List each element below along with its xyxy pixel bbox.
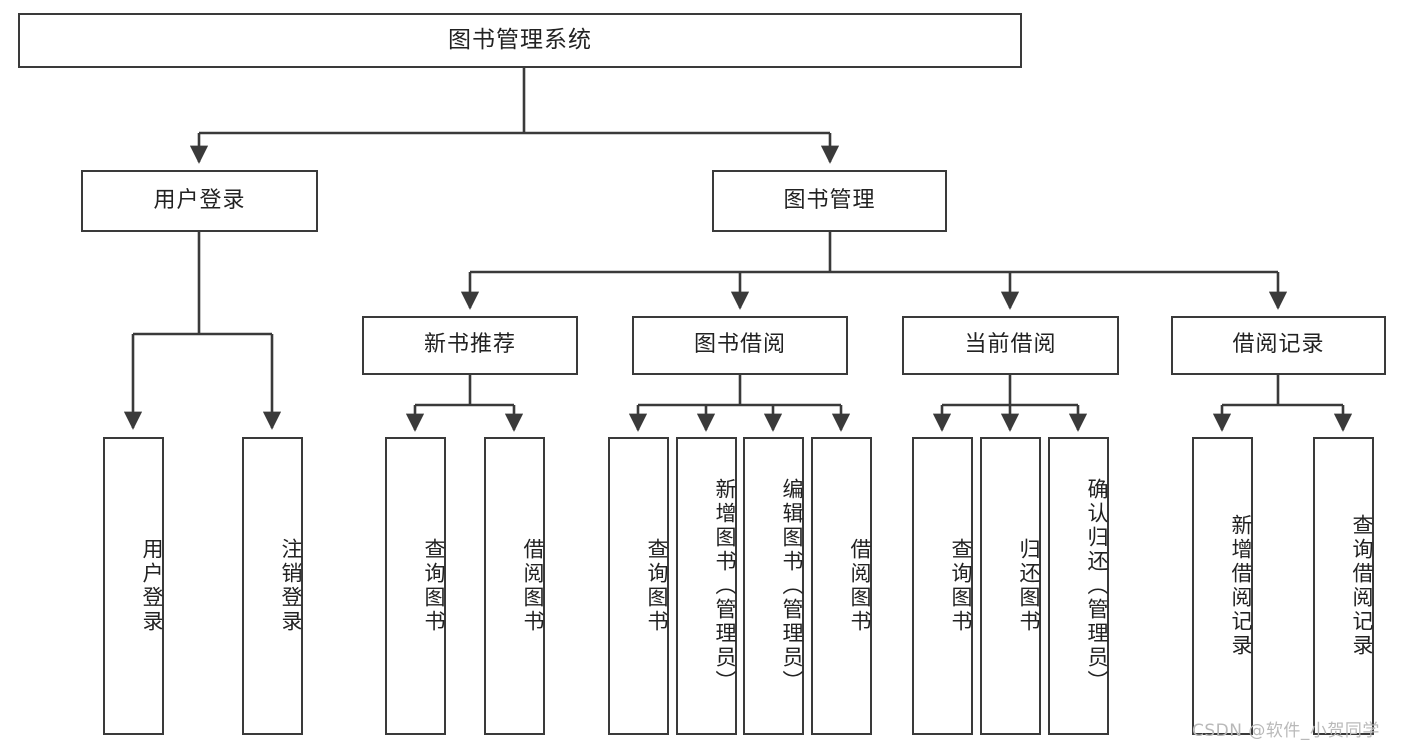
node-label: 借阅图书 [848, 538, 872, 634]
node-user-login[interactable]: 用户登录 [81, 170, 318, 232]
leaf-borrow-add-book-admin[interactable]: 新增图书（管理员） [676, 437, 737, 735]
node-label: 借阅记录 [1232, 332, 1325, 358]
node-label: 查询图书 [645, 538, 669, 634]
node-label: 查询图书 [949, 538, 973, 634]
leaf-new-book-query[interactable]: 查询图书 [385, 437, 446, 735]
leaf-current-query-book[interactable]: 查询图书 [912, 437, 973, 735]
leaf-current-confirm-return-admin[interactable]: 确认归还（管理员） [1048, 437, 1109, 735]
node-label: 归还图书 [1017, 538, 1041, 634]
node-label: 查询借阅记录 [1350, 514, 1374, 658]
node-root-system[interactable]: 图书管理系统 [18, 13, 1022, 68]
node-label: 新增借阅记录 [1229, 514, 1253, 658]
node-label: 用户登录 [153, 187, 246, 213]
node-label: 查询图书 [422, 538, 446, 634]
node-label: 新书推荐 [423, 332, 516, 358]
leaf-borrow-borrow-book[interactable]: 借阅图书 [811, 437, 872, 735]
node-book-management[interactable]: 图书管理 [712, 170, 947, 232]
leaf-current-return-book[interactable]: 归还图书 [980, 437, 1041, 735]
node-book-borrow[interactable]: 图书借阅 [632, 316, 848, 375]
leaf-user-login-signout[interactable]: 注销登录 [242, 437, 303, 735]
leaf-records-add-record[interactable]: 新增借阅记录 [1192, 437, 1253, 735]
node-label: 确认归还（管理员） [1085, 478, 1109, 694]
node-label: 借阅图书 [521, 538, 545, 634]
node-label: 图书管理 [783, 187, 876, 213]
node-label: 用户登录 [140, 538, 164, 634]
node-borrow-records[interactable]: 借阅记录 [1171, 316, 1386, 375]
watermark-text: CSDN @软件_小贺同学 [1192, 721, 1380, 741]
leaf-records-query-record[interactable]: 查询借阅记录 [1313, 437, 1374, 735]
leaf-user-login-signin[interactable]: 用户登录 [103, 437, 164, 735]
node-label: 图书管理系统 [448, 26, 592, 53]
node-label: 新增图书（管理员） [713, 478, 737, 694]
node-label: 编辑图书（管理员） [780, 478, 804, 694]
node-new-book-recommend[interactable]: 新书推荐 [362, 316, 578, 375]
node-current-borrow[interactable]: 当前借阅 [902, 316, 1119, 375]
node-label: 图书借阅 [693, 332, 786, 358]
node-label: 注销登录 [279, 538, 303, 634]
leaf-borrow-query-book[interactable]: 查询图书 [608, 437, 669, 735]
node-label: 当前借阅 [964, 332, 1057, 358]
leaf-borrow-edit-book-admin[interactable]: 编辑图书（管理员） [743, 437, 804, 735]
leaf-new-book-borrow[interactable]: 借阅图书 [484, 437, 545, 735]
